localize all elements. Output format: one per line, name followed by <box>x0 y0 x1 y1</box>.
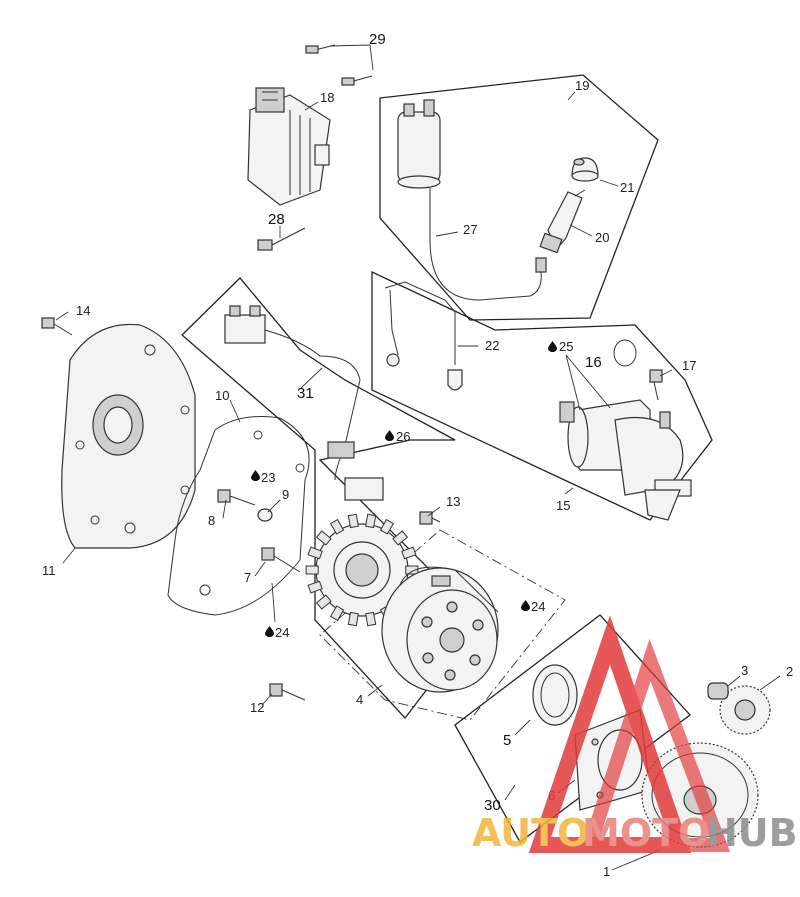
spark-plug-cap-20 <box>539 189 586 254</box>
callout-26: 26 <box>396 429 410 444</box>
watermark-auto: AUTO <box>472 811 589 855</box>
callout-10: 10 <box>215 388 229 403</box>
leader-lines <box>55 91 781 871</box>
bolt-17 <box>649 369 663 401</box>
callout-3: 3 <box>741 663 748 678</box>
callout-2: 2 <box>786 664 793 679</box>
stator-tooth <box>365 513 377 529</box>
callout-15: 15 <box>556 498 570 513</box>
callout-17: 17 <box>682 358 696 373</box>
cable-tie-28 <box>257 226 306 251</box>
o-ring-16 <box>613 339 637 367</box>
callout-16: 16 <box>585 354 602 371</box>
watermark-moto: MOTO <box>582 811 710 855</box>
stator-tooth <box>392 530 409 546</box>
callout-30: 30 <box>484 797 501 814</box>
washer-9 <box>257 508 273 522</box>
callout-23: 23 <box>261 470 275 485</box>
callout-25: 25 <box>559 339 573 354</box>
regulator-18 <box>247 87 331 206</box>
starter-group-outline <box>371 270 713 521</box>
bolt-12 <box>269 683 306 701</box>
callout-9: 9 <box>282 487 289 502</box>
callout-1: 1 <box>603 864 610 879</box>
oil-drop-icon <box>251 470 260 481</box>
bolt-8 <box>217 489 256 506</box>
crankcase-cover-11 <box>61 323 196 549</box>
oil-drop-icon <box>548 341 557 352</box>
watermark-triangle-inner <box>580 638 731 852</box>
stator-harness-31 <box>224 305 384 501</box>
stator-tooth <box>379 518 395 535</box>
callout-19: 19 <box>575 78 589 93</box>
gasket-10 <box>167 416 310 616</box>
callout-28: 28 <box>268 211 285 228</box>
stator-tooth <box>347 513 359 529</box>
starter-clutch-group-outline <box>454 614 691 843</box>
callout-21: 21 <box>620 180 634 195</box>
watermark-logo: AUTO MOTO HUB <box>472 615 798 855</box>
oil-drop-icon <box>265 626 274 637</box>
bolts-29 <box>305 44 374 86</box>
callout-11: 11 <box>42 563 56 578</box>
callout-12: 12 <box>250 700 264 715</box>
callout-24b: 24 <box>531 599 545 614</box>
ground-wire-22 <box>384 281 463 391</box>
callout-5: 5 <box>503 732 511 749</box>
bushing-3 <box>707 682 729 700</box>
callout-4: 4 <box>356 692 363 707</box>
stator-tooth <box>347 611 359 627</box>
watermark-hub: HUB <box>706 811 798 855</box>
stator-tooth <box>329 518 345 535</box>
callout-24a: 24 <box>275 625 289 640</box>
callout-13: 13 <box>446 494 460 509</box>
stator-tooth <box>365 611 377 627</box>
ignition-coil-19 <box>397 99 547 301</box>
bolt-14 <box>41 317 73 336</box>
idle-gear-2 <box>719 685 771 735</box>
bolt-13 <box>419 511 441 525</box>
rotor-group-outline <box>319 529 566 721</box>
stator-tooth <box>401 546 417 560</box>
starter-clutch-5 <box>532 664 578 726</box>
stator-tooth <box>307 580 323 594</box>
bolt-7 <box>261 547 301 573</box>
callout-22: 22 <box>485 338 499 353</box>
callout-27: 27 <box>463 222 477 237</box>
callout-7: 7 <box>244 570 251 585</box>
oil-drop-icon <box>385 430 394 441</box>
stator-tooth <box>315 530 332 546</box>
starter-motor-15 <box>559 399 692 521</box>
stator-tooth <box>307 546 323 560</box>
callout-20: 20 <box>595 230 609 245</box>
stator-tooth <box>329 605 345 622</box>
callout-31: 31 <box>297 385 314 402</box>
callout-8: 8 <box>208 513 215 528</box>
stator-tooth <box>315 594 332 610</box>
callout-18: 18 <box>320 90 334 105</box>
rotor-flywheel <box>381 566 499 693</box>
callout-29: 29 <box>369 31 386 48</box>
callout-14: 14 <box>76 303 90 318</box>
stator-tooth <box>305 565 319 575</box>
oil-drop-icon <box>521 600 530 611</box>
cap-cover-21 <box>571 157 599 182</box>
ignition-coil-group-outline <box>379 74 659 321</box>
